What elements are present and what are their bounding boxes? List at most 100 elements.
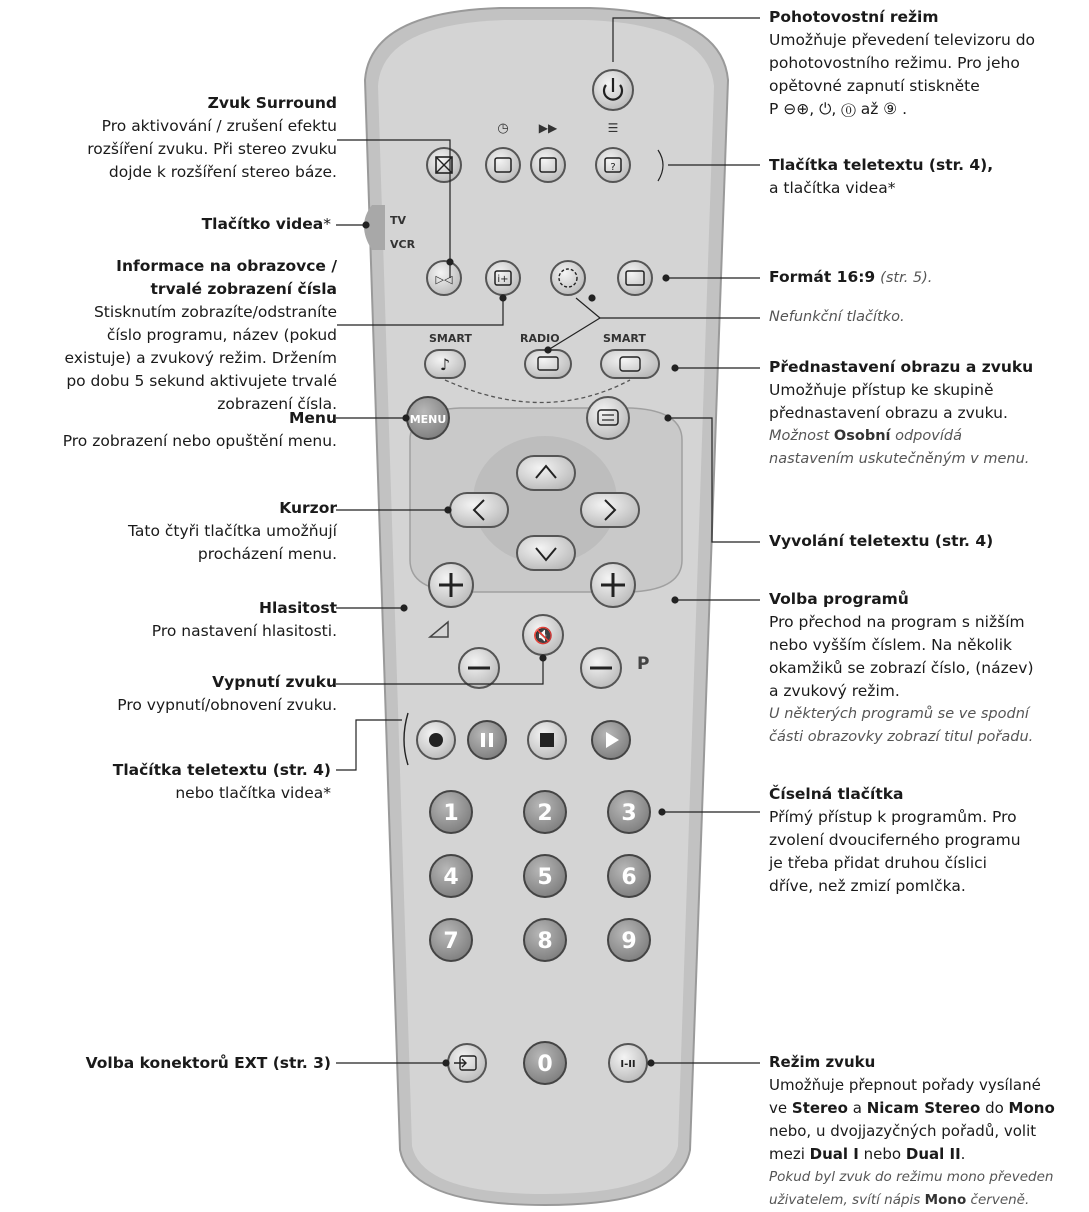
minus-circle-icon: ⊖	[783, 100, 797, 118]
format-title: Formát 16:9	[769, 268, 876, 286]
sound-mono: Mono	[1008, 1099, 1055, 1117]
surround-text-1: Pro aktivování / zrušení efektu	[101, 117, 337, 135]
surround-sound-button[interactable]	[426, 260, 462, 296]
ext-button[interactable]	[447, 1043, 487, 1083]
smart-picture-label: SMART	[603, 332, 646, 345]
digit-6-button[interactable]	[607, 854, 651, 898]
digit-4-button[interactable]	[429, 854, 473, 898]
digit-1-label: 1	[443, 801, 458, 826]
program-annotation: Volba programů Pro přechod na program s …	[769, 588, 1089, 749]
cursor-right-button[interactable]	[580, 492, 640, 528]
menu-annotation: Menu Pro zobrazení nebo opuštění menu.	[63, 407, 337, 453]
chevron-right-icon	[604, 499, 617, 521]
hold-icon	[494, 157, 512, 173]
surround-sound-icon: ▷◁	[436, 273, 453, 286]
digit-2-button[interactable]	[523, 790, 567, 834]
sound-mode-title: Režim zvuku	[769, 1053, 876, 1071]
smart-picture-button[interactable]	[600, 349, 660, 379]
info-text-1: Stisknutím zobrazíte/odstraníte	[93, 303, 337, 321]
menu-text-1: Pro zobrazení nebo opuštění menu.	[62, 432, 337, 450]
radio-label: RADIO	[520, 332, 560, 345]
sound-mode-text-2: ve Stereo a Nicam Stereo do Mono	[769, 1097, 1089, 1120]
cursor-text-1: Tato čtyři tlačítka umožňují	[128, 522, 337, 540]
sound-mode-annotation: Režim zvuku Umožňuje přepnout pořady vys…	[769, 1051, 1089, 1212]
sound-or-word: nebo	[863, 1145, 902, 1163]
program-text-2: nebo vyšším číslem. Na několik	[769, 636, 1013, 654]
standby-text-4: P ⊖⊕, ⏻, ⓪ až ⑨ .	[769, 100, 908, 118]
smart-sound-label: SMART	[429, 332, 472, 345]
timer-button[interactable]	[550, 260, 586, 296]
digit-1-button[interactable]	[429, 790, 473, 834]
preset-text-1: Umožňuje přístup ke skupině	[769, 381, 994, 399]
double-icon	[539, 157, 557, 173]
program-text-3: okamžiků se zobrazí číslo, (název)	[769, 659, 1034, 677]
video-button-star: *	[323, 215, 331, 233]
clock-icon: ◷	[497, 121, 508, 136]
smart-sound-button[interactable]	[424, 349, 466, 379]
teletext-video-annotation-left: Tlačítka teletextu (str. 4) nebo tlačítk…	[113, 759, 331, 805]
sound-stereo: Stereo	[791, 1099, 848, 1117]
tv-label: TV	[390, 214, 407, 227]
teletext-reveal-button[interactable]	[595, 147, 631, 183]
chevron-down-icon	[535, 547, 557, 562]
digit-3-button[interactable]	[607, 790, 651, 834]
preset-annotation: Přednastavení obrazu a zvuku Umožňuje př…	[769, 356, 1089, 471]
digit-0-label: 0	[537, 1052, 552, 1077]
pause-button[interactable]	[467, 720, 507, 760]
standby-text-3: opětovné zapnutí stiskněte	[769, 77, 980, 95]
tv-vcr-switch[interactable]	[364, 205, 385, 250]
sound-to-word: do	[985, 1099, 1004, 1117]
digit-2-label: 2	[537, 801, 552, 826]
program-text-1: Pro přechod na program s nižším	[769, 613, 1025, 631]
timer-icon	[558, 268, 578, 288]
surround-text-2: rozšíření zvuku. Při stereo zvuku	[87, 140, 337, 158]
standby-annotation: Pohotovostní režim Umožňuje převedení te…	[769, 6, 1087, 121]
program-text-6: části obrazovky zobrazí titul pořadu.	[769, 729, 1034, 745]
record-icon	[429, 733, 443, 747]
number-text-1: Přímý přístup k programům. Pro	[769, 808, 1017, 826]
teletext-hold-button[interactable]	[485, 147, 521, 183]
sound-nicam: Nicam Stereo	[866, 1099, 981, 1117]
mute-title: Vypnutí zvuku	[212, 673, 337, 691]
info-text-3: existuje) a zvukový režim. Držením	[64, 349, 337, 367]
sound-mode-text-5: Pokud byl zvuk do režimu mono převeden	[769, 1169, 1054, 1185]
digit-8-button[interactable]	[523, 918, 567, 962]
program-letter: P	[769, 100, 779, 118]
info-icon: i+	[497, 274, 508, 285]
mute-annotation: Vypnutí zvuku Pro vypnutí/obnovení zvuku…	[117, 671, 337, 717]
teletext-button[interactable]	[586, 396, 630, 440]
cursor-annotation: Kurzor Tato čtyři tlačítka umožňují proc…	[128, 497, 337, 566]
teletext-icon	[597, 409, 619, 426]
pause-icon	[481, 733, 485, 747]
reveal-icon: ?	[610, 162, 615, 173]
cursor-up-button[interactable]	[516, 455, 576, 491]
teletext-right-text-1: a tlačítka videa*	[769, 179, 896, 197]
program-label: P	[637, 654, 649, 674]
menu-label: MENU	[410, 413, 447, 426]
digit-5-button[interactable]	[523, 854, 567, 898]
stop-icon	[540, 733, 554, 747]
info-title-1: Informace na obrazovce /	[116, 257, 337, 275]
format-icon	[625, 270, 645, 286]
index-icon: ☰	[608, 121, 619, 135]
digit-9-button[interactable]	[607, 918, 651, 962]
cursor-left-button[interactable]	[449, 492, 509, 528]
teletext-right-title: Tlačítka teletextu (str. 4),	[769, 156, 994, 174]
standby-to-word: až	[860, 100, 879, 118]
note-icon: ♪	[440, 355, 450, 374]
number-annotation: Číselná tlačítka Přímý přístup k program…	[769, 783, 1087, 898]
digit-5-label: 5	[537, 865, 552, 890]
teletext-call-annotation: Vyvolání teletextu (str. 4)	[769, 530, 1087, 553]
digit-0-button[interactable]	[523, 1041, 567, 1085]
teletext-double-button[interactable]	[530, 147, 566, 183]
digit-7-button[interactable]	[429, 918, 473, 962]
radio-button[interactable]	[524, 349, 572, 379]
sound-mode-label: I-II	[620, 1059, 635, 1070]
mute-text-1: Pro vypnutí/obnovení zvuku.	[117, 696, 337, 714]
volume-icon	[427, 620, 449, 638]
sound-mode-button[interactable]	[608, 1043, 648, 1083]
number-text-2: zvolení dvouciferného programu	[769, 831, 1021, 849]
format-button[interactable]	[617, 260, 653, 296]
cursor-down-button[interactable]	[516, 535, 576, 571]
